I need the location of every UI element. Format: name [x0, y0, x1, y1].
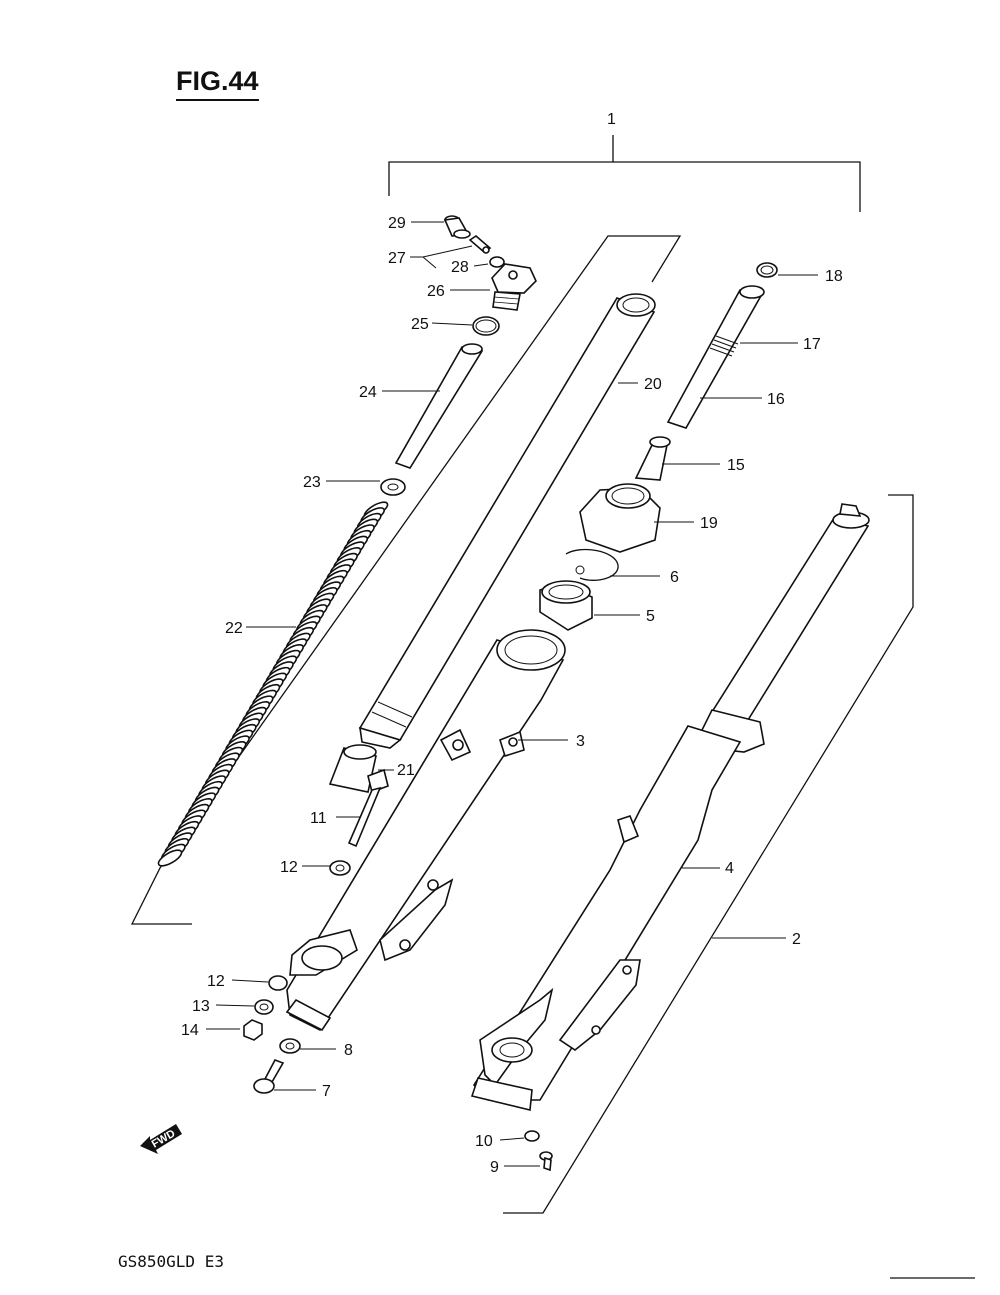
- callout-17: 17: [803, 336, 821, 353]
- callout-10: 10: [475, 1133, 493, 1150]
- part-5-oil-seal: [539, 580, 593, 631]
- callout-13: 13: [192, 998, 210, 1015]
- callout-3: 3: [576, 733, 585, 750]
- part-24-spacer: [394, 343, 484, 469]
- fwd-arrow-icon: FWD: [140, 1124, 182, 1154]
- part-23-washer: [380, 478, 406, 496]
- part-12-washer-lower: [268, 975, 288, 991]
- fwd-label: FWD: [150, 1128, 178, 1151]
- callout-4: 4: [725, 860, 734, 877]
- part-7-bolt: [253, 1059, 285, 1094]
- leader-lines: [206, 221, 818, 1167]
- part-27-valve: [468, 234, 492, 254]
- part-19-dust-seal: [579, 483, 661, 553]
- part-28-o-ring: [489, 256, 505, 268]
- callout-12-upper: 12: [280, 859, 298, 876]
- part-15-oil-lock: [634, 436, 671, 481]
- callout-29: 29: [388, 215, 406, 232]
- part-3-outer-tube: [285, 629, 566, 1032]
- part-17-rod-spring: [709, 335, 739, 357]
- spring-coil: [157, 849, 183, 867]
- callout-26: 26: [427, 283, 445, 300]
- part-13-washer: [254, 999, 274, 1015]
- callout-9: 9: [490, 1159, 499, 1176]
- part-20-inner-tube: [358, 293, 656, 749]
- callout-23: 23: [303, 474, 321, 491]
- outer-assembly-frame: [503, 494, 914, 1214]
- part-8-washer: [279, 1038, 301, 1054]
- callout-8: 8: [344, 1042, 353, 1059]
- part-11-bolt: [347, 768, 389, 848]
- part-25-o-ring: [472, 316, 500, 336]
- callout-1: 1: [607, 111, 616, 128]
- callout-6: 6: [670, 569, 679, 586]
- part-16-damper-rod: [666, 285, 765, 429]
- part-12-washer-upper: [329, 860, 351, 876]
- part-18-ring: [756, 262, 778, 278]
- part-9-screw: [539, 1151, 553, 1172]
- callout-21: 21: [397, 762, 415, 779]
- figure-title: FIG.44: [176, 66, 259, 101]
- inner-assembly-frame: [130, 235, 682, 925]
- callout-2: 2: [792, 931, 801, 948]
- callout-14: 14: [181, 1022, 199, 1039]
- part-10-washer: [524, 1130, 540, 1142]
- callout-5: 5: [646, 608, 655, 625]
- callout-27: 27: [388, 250, 406, 267]
- callout-12-lower: 12: [207, 973, 225, 990]
- callout-16: 16: [767, 391, 785, 408]
- callout-20: 20: [644, 376, 662, 393]
- callout-15: 15: [727, 457, 745, 474]
- part-6-circlip: [565, 548, 619, 581]
- assembly-bracket-1: [388, 135, 861, 212]
- part-4-outer-tube: [470, 503, 870, 1111]
- callout-28: 28: [451, 259, 469, 276]
- part-14-nut: [243, 1019, 263, 1041]
- part-26-fork-cap: [491, 263, 537, 311]
- callout-22: 22: [225, 620, 243, 637]
- callout-18: 18: [825, 268, 843, 285]
- callout-7: 7: [322, 1083, 331, 1100]
- model-code: GS850GLD E3: [118, 1252, 224, 1271]
- part-22-spring: [157, 501, 389, 867]
- callout-24: 24: [359, 384, 377, 401]
- callout-11: 11: [310, 810, 327, 827]
- part-21-bush: [328, 744, 377, 793]
- callout-25: 25: [411, 316, 429, 333]
- callout-19: 19: [700, 515, 718, 532]
- callout-labels: 1 2 3 4 5 6 7 8 9 10 11 12 12 13 14 15 1…: [181, 111, 843, 1176]
- part-29-cap: [443, 215, 471, 239]
